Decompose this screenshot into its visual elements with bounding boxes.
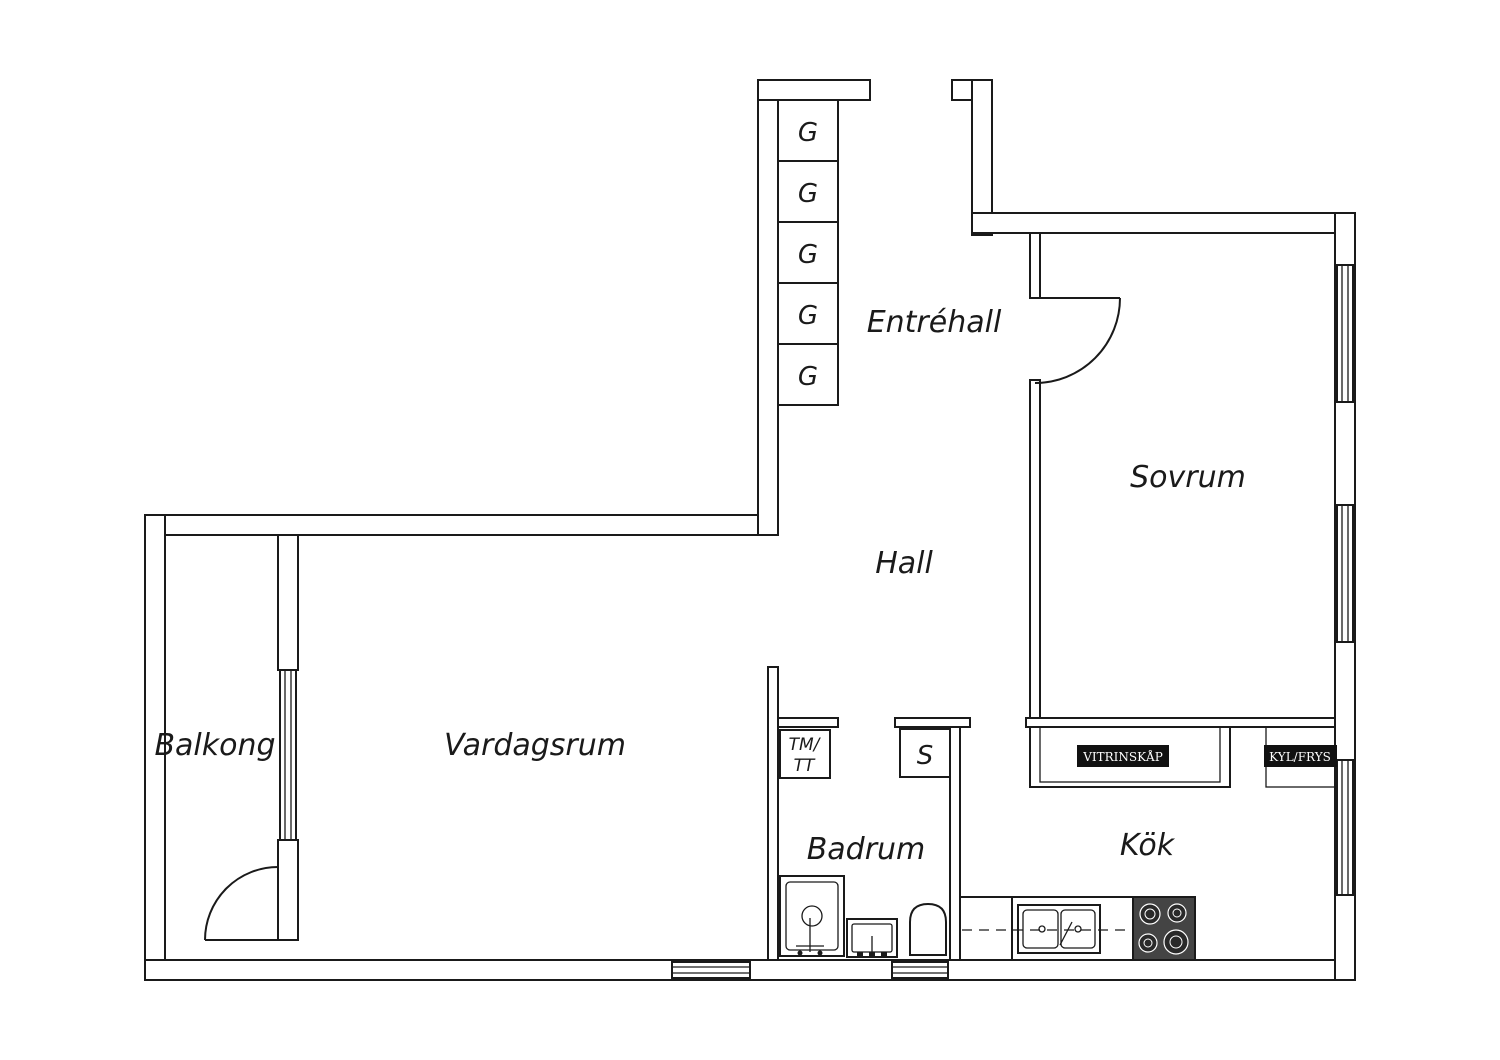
fridge-freezer: KYL/FRYS	[1264, 726, 1337, 788]
window-balkong	[279, 669, 297, 841]
room-label-kok: Kök	[1120, 828, 1176, 863]
room-label-hall: Hall	[875, 546, 933, 581]
wardrobe-label: G	[798, 240, 818, 270]
storage-cabinet-label: S	[917, 741, 934, 771]
window-kok	[1336, 759, 1354, 896]
kitchen-sink-icon	[1017, 904, 1101, 954]
wardrobe-label: G	[798, 301, 818, 331]
windows	[279, 264, 1354, 979]
room-label-vardagsrum: Vardagsrum	[444, 728, 626, 763]
room-label-sovrum: Sovrum	[1130, 460, 1246, 495]
room-label-badrum: Badrum	[807, 832, 926, 867]
window-sovrum-lower	[1336, 504, 1354, 643]
room-label-balkong: Balkong	[154, 728, 275, 763]
stove-icon	[1132, 896, 1196, 961]
kitchen-fixtures: VITRINSKÅP KYL/FRYS	[959, 726, 1337, 961]
window-bottom-badrum	[891, 961, 949, 979]
wardrobe-label: G	[798, 118, 818, 148]
washer-dryer-label: TT	[794, 756, 816, 776]
doors	[204, 297, 1121, 941]
door-sovrum	[1034, 297, 1121, 384]
wardrobes: G G G G G	[777, 99, 839, 406]
window-sovrum-upper	[1336, 264, 1354, 403]
window-bottom-left	[671, 961, 751, 979]
door-balkong	[204, 866, 279, 941]
shower-icon	[779, 875, 845, 957]
fridge-freezer-label: KYL/FRYS	[1269, 750, 1331, 764]
room-label-entrehall: Entréhall	[867, 305, 1002, 340]
storage-cabinet: S	[899, 728, 951, 778]
sink-icon	[846, 918, 898, 958]
wardrobe-label: G	[798, 362, 818, 392]
room-labels: Entréhall Sovrum Hall Balkong Vardagsrum…	[154, 305, 1245, 867]
display-cabinet-label: VITRINSKÅP	[1082, 749, 1163, 764]
wardrobe-label: G	[798, 179, 818, 209]
display-cabinet: VITRINSKÅP	[1029, 726, 1231, 788]
washer-dryer-label: TM/	[789, 735, 822, 755]
washer-dryer: TM/ TT	[779, 729, 831, 779]
bathroom-fixtures: TM/ TT S	[779, 728, 951, 958]
toilet-icon	[909, 902, 947, 956]
